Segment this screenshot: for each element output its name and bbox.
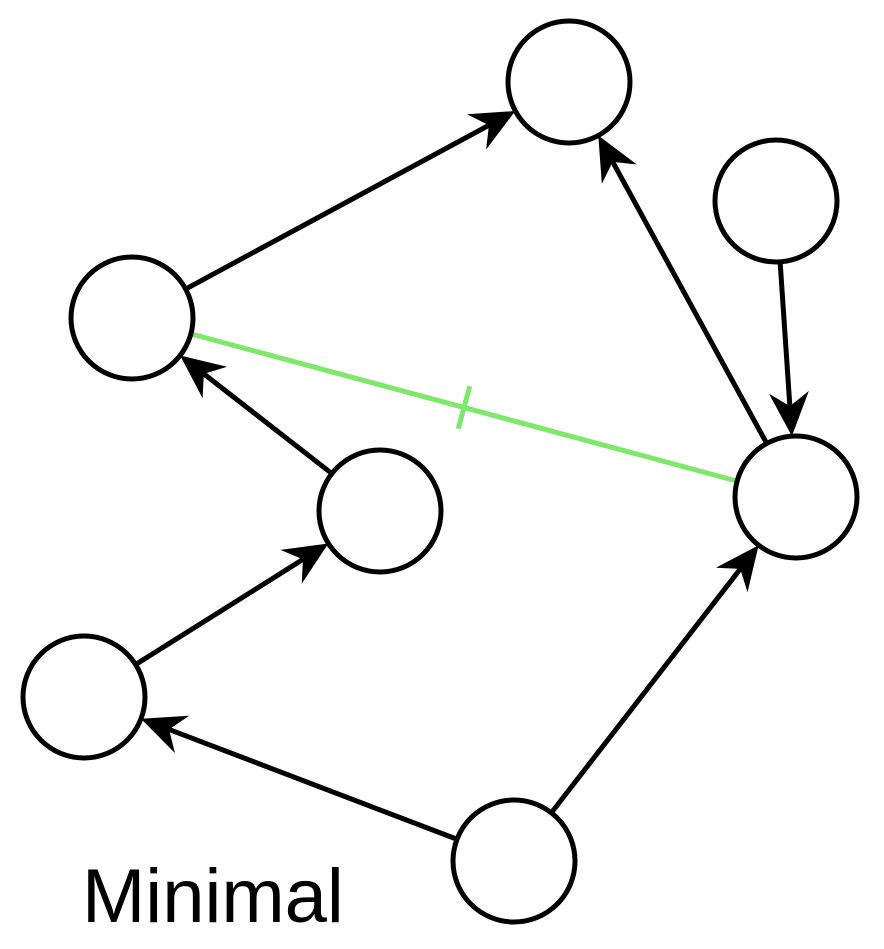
node-center [316, 447, 444, 575]
arrowhead-icon [280, 543, 329, 584]
node-bottom [450, 797, 578, 925]
edge-left-to-top [184, 123, 491, 292]
arrowhead-icon [180, 355, 228, 399]
edge-lower-left-to-center [134, 557, 305, 667]
arrowhead-icon [715, 545, 759, 593]
edge-bottom-to-right [549, 567, 743, 815]
edge-upper-right-to-right [777, 261, 793, 407]
edge-right-to-top [610, 160, 769, 445]
arrowhead-icon [598, 135, 637, 184]
edges-layer [134, 110, 809, 842]
arrowhead-icon [467, 110, 516, 150]
nodes-layer [20, 18, 860, 925]
node-right [732, 433, 860, 561]
node-lower-left [20, 633, 148, 761]
arrowhead-icon [140, 715, 190, 754]
diagram-caption: Minimal [82, 854, 344, 939]
edge-bottom-to-lower-left [168, 727, 458, 842]
edge-center-to-left [202, 371, 334, 476]
arrowhead-icon [768, 390, 809, 437]
node-top [505, 18, 633, 146]
node-left [68, 254, 196, 382]
node-upper-right [712, 137, 840, 265]
highlight-tick-mark [455, 385, 473, 430]
